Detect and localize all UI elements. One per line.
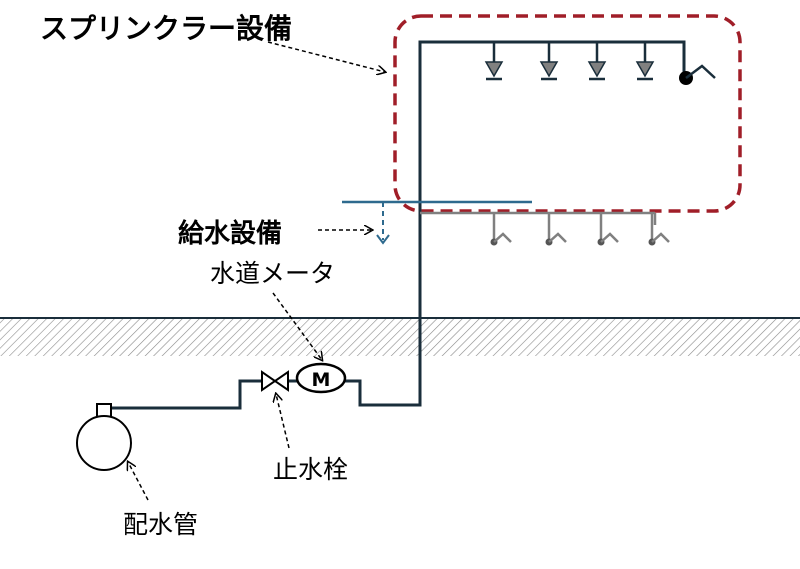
sprinkler-head-icon (484, 42, 504, 81)
main-leader (128, 462, 149, 501)
distribution-main-label: 配水管 (123, 510, 198, 539)
sprinkler-heads (484, 42, 655, 81)
leader-arrows (128, 41, 385, 501)
sprinkler-leader (267, 41, 385, 72)
sprinkler-region (393, 14, 742, 213)
sprinkler-label: スプリンクラー設備 (40, 12, 292, 45)
ground (0, 317, 800, 356)
gray-branch (420, 211, 657, 225)
meter-symbol: M (312, 369, 331, 391)
faucet-group (490, 213, 670, 246)
stop-valve-label: 止水栓 (273, 455, 348, 484)
faucet-icon (648, 213, 670, 246)
valve-leader (276, 394, 290, 449)
water-meter-label: 水道メータ (210, 259, 335, 288)
water-supply-label: 給水設備 (178, 218, 282, 249)
water-supply-branch (342, 200, 532, 245)
ground-hatch (0, 318, 800, 356)
gate-valve-icon (261, 370, 289, 392)
faucet-icon (490, 213, 512, 246)
faucet-icon (597, 213, 619, 246)
circle-pipe-icon (76, 403, 132, 471)
sprinkler-head-icon (587, 42, 607, 81)
sprinkler-head-icon (635, 42, 655, 81)
sprinkler-head-icon (539, 42, 559, 81)
meter-icon: M (295, 362, 347, 394)
faucet-icon (545, 213, 567, 246)
filled-circle-head (679, 64, 716, 85)
